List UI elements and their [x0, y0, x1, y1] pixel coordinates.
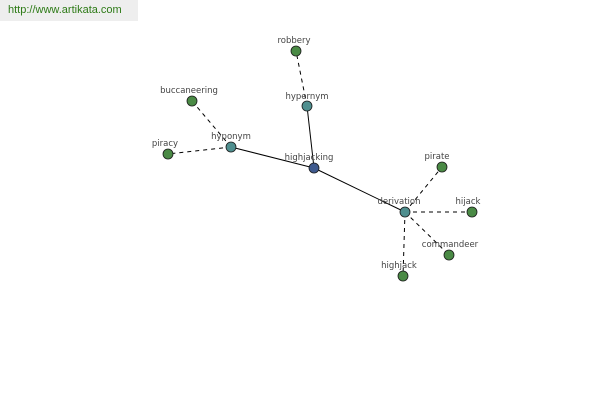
node-label-commandeer[interactable]: commandeer	[422, 240, 479, 250]
node-highjacking[interactable]	[308, 162, 320, 174]
node-label-hijack[interactable]: hijack	[456, 197, 481, 207]
node-pirate[interactable]	[436, 161, 448, 173]
edge-hypernym-robbery	[295, 50, 308, 107]
node-label-piracy[interactable]: piracy	[152, 139, 178, 149]
node-piracy[interactable]	[162, 148, 174, 160]
site-url-link[interactable]: http://www.artikata.com	[0, 0, 138, 21]
edge-highjacking-hyponym	[230, 146, 315, 169]
node-label-highjacking[interactable]: highjacking	[285, 153, 334, 163]
node-label-hypernym[interactable]: hypernym	[285, 92, 328, 102]
node-label-highjack[interactable]: highjack	[381, 261, 417, 271]
edge-highjacking-hypernym	[306, 105, 315, 169]
node-commandeer[interactable]	[443, 249, 455, 261]
nodes-layer	[162, 45, 478, 282]
edge-derivation-highjack	[402, 211, 406, 277]
node-hypernym[interactable]	[301, 100, 313, 112]
node-buccaneering[interactable]	[186, 95, 198, 107]
edge-hyponym-buccaneering	[191, 100, 232, 148]
node-hijack[interactable]	[466, 206, 478, 218]
node-label-robbery[interactable]: robbery	[277, 36, 310, 46]
node-derivation[interactable]	[399, 206, 411, 218]
labels-layer: highjacking hypernym hyponym derivation robb…	[152, 36, 481, 271]
edge-highjacking-derivation	[313, 167, 406, 213]
edges-layer	[167, 50, 472, 277]
edge-hyponym-piracy	[167, 146, 232, 155]
node-label-hyponym[interactable]: hyponym	[211, 132, 251, 142]
edge-derivation-pirate	[404, 166, 443, 213]
node-label-derivation[interactable]: derivation	[377, 197, 420, 207]
node-robbery[interactable]	[290, 45, 302, 57]
node-hyponym[interactable]	[225, 141, 237, 153]
node-label-pirate[interactable]: pirate	[424, 152, 449, 162]
node-highjack[interactable]	[397, 270, 409, 282]
node-label-buccaneering[interactable]: buccaneering	[160, 86, 218, 96]
edge-derivation-commandeer	[404, 211, 450, 256]
